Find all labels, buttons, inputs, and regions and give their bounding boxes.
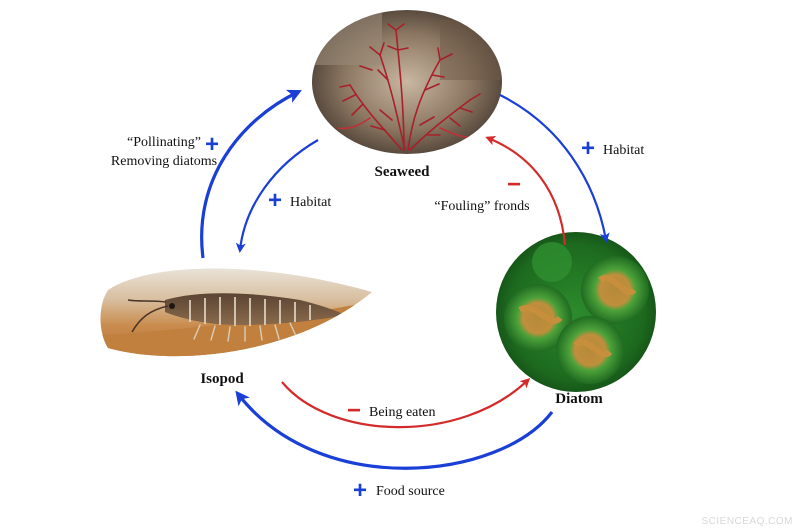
seaweed-label: Seaweed	[375, 164, 431, 180]
arrow-seaweed-to-diatom	[499, 94, 610, 243]
edge-label-being-eaten: − Being eaten	[347, 397, 435, 424]
seaweed-image	[312, 10, 502, 154]
fouling-text: “Fouling” fronds	[434, 199, 529, 214]
being-eaten-text: Being eaten	[369, 405, 435, 420]
pollinating-line1: “Pollinating”	[127, 135, 201, 150]
watermark: SCIENCEAQ.COM	[701, 516, 793, 527]
arrow-seaweed-to-isopod	[235, 139, 319, 253]
plus-icon: +	[205, 131, 219, 158]
habitat-diatom-text: Habitat	[603, 143, 644, 158]
edge-label-habitat-isopod: + Habitat	[268, 187, 331, 214]
edge-label-habitat-diatom: + Habitat	[581, 135, 644, 162]
isopod-label: Isopod	[200, 371, 244, 387]
arrow-diatom-to-seaweed	[485, 136, 567, 246]
minus-icon: −	[507, 171, 521, 198]
arrow-isopod-to-diatom	[281, 377, 531, 429]
food-source-text: Food source	[376, 484, 445, 499]
diatom-image	[496, 232, 656, 392]
minus-icon: −	[347, 397, 361, 424]
plus-icon: +	[581, 135, 595, 162]
plus-icon: +	[353, 477, 367, 504]
pollinating-line2: Removing diatoms	[111, 154, 217, 169]
edge-label-pollinating: “Pollinating” Removing diatoms +	[111, 131, 219, 169]
edge-label-food-source: + Food source	[353, 477, 445, 504]
arrow-isopod-to-seaweed	[200, 89, 302, 259]
diatom-label: Diatom	[555, 391, 603, 407]
plus-icon: +	[268, 187, 282, 214]
edge-label-fouling: − “Fouling” fronds	[434, 171, 529, 214]
isopod-image	[100, 268, 372, 357]
habitat-isopod-text: Habitat	[290, 195, 331, 210]
arrow-diatom-to-isopod	[235, 390, 554, 470]
